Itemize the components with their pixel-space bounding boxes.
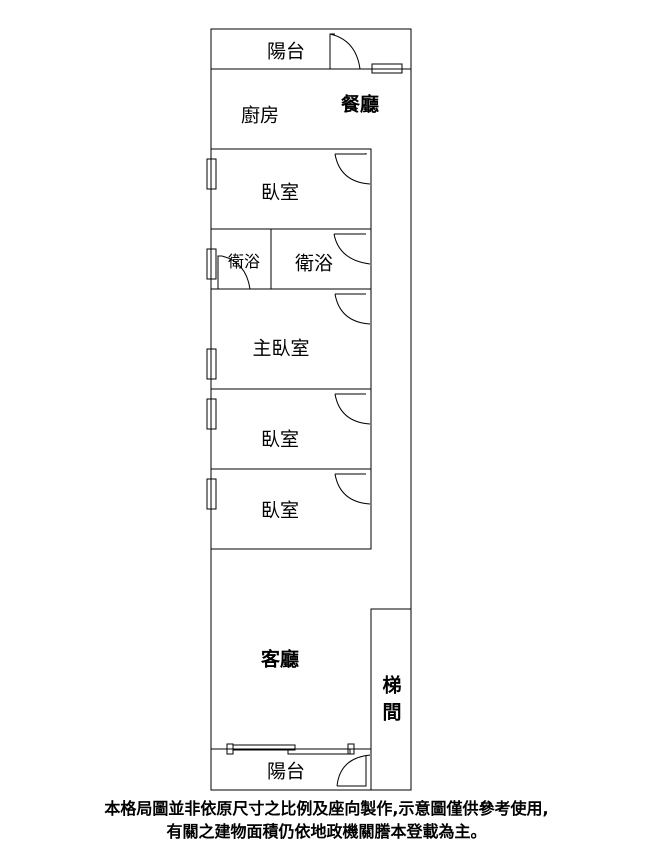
door — [334, 473, 371, 505]
sliding-door — [287, 748, 351, 755]
door — [334, 393, 371, 425]
stairwell-wall — [370, 608, 412, 791]
window — [371, 63, 403, 74]
window — [206, 158, 217, 190]
door — [217, 255, 251, 290]
window — [206, 478, 217, 510]
door — [336, 754, 371, 787]
window — [206, 348, 217, 380]
door — [334, 153, 371, 185]
room-living: 客廳 — [260, 648, 300, 671]
room-bedroom-2: 臥室 — [260, 428, 300, 451]
door-post — [226, 743, 234, 755]
door-post — [347, 743, 355, 755]
disclaimer-line-1: 本格局圖並非依原尺寸之比例及座向製作,示意圖僅供參考使用, — [104, 799, 549, 818]
room-kitchen: 廚房 — [240, 104, 280, 127]
room-master-bedroom: 主臥室 — [252, 337, 310, 360]
room-balcony-bottom: 陽台 — [266, 760, 306, 783]
room-bedroom-3: 臥室 — [260, 499, 300, 522]
door — [333, 233, 371, 265]
room-bath: 衛浴 — [294, 252, 334, 275]
room-balcony-top: 陽台 — [266, 40, 306, 63]
room-stairs: 梯間 — [379, 675, 402, 729]
room-bath-small: 衛浴 — [227, 252, 261, 271]
room-dining: 餐廳 — [340, 93, 380, 116]
window — [206, 248, 217, 280]
door — [334, 293, 371, 325]
room-bedroom-1: 臥室 — [260, 181, 300, 204]
disclaimer-line-2: 有關之建物面積仍依地政機關謄本登載為主。 — [166, 822, 487, 841]
window — [206, 398, 217, 430]
door — [329, 33, 361, 70]
